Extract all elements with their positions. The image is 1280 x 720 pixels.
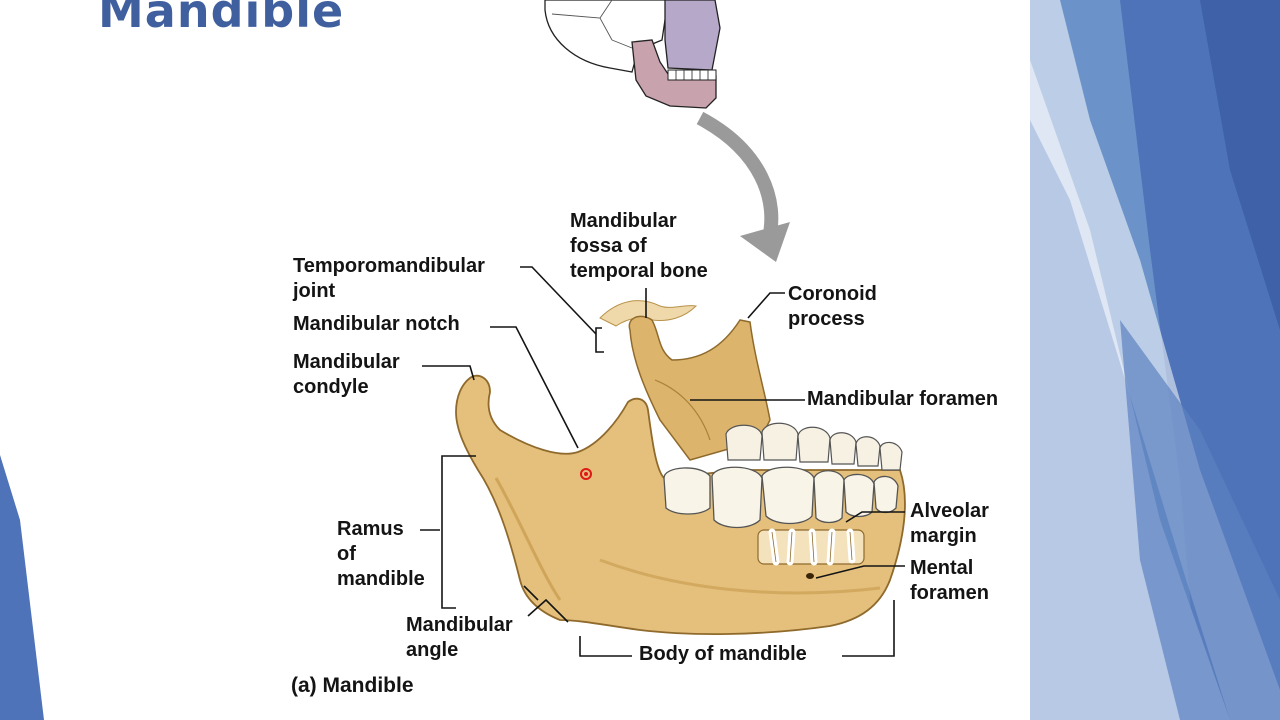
figure-caption: (a) Mandible [291,674,414,697]
theme-facet-3 [1200,0,1280,330]
leader-lines [420,266,905,657]
theme-left-sliver [0,455,44,720]
curved-arrow [696,111,790,262]
label-mental-foramen: Mental foramen [910,557,989,604]
slide-title: Mandible [98,0,345,38]
skull-thumbnail [544,0,721,109]
label-mandibular-angle: Mandibular angle [406,614,513,661]
label-mandibular-notch: Mandibular notch [293,313,460,335]
label-ramus-of-mandible: Ramus of mandible [337,518,425,590]
label-coronoid-process: Coronoid process [788,283,877,330]
far-ramus [628,315,771,461]
label-body-of-mandible: Body of mandible [639,643,807,665]
mental-foramen-mark [806,573,814,579]
pointer-marker [580,468,592,480]
label-mandibular-fossa: Mandibular fossa of temporal bone [570,210,708,282]
maxilla-highlight [664,0,721,71]
label-temporomandibular-joint: Temporomandibular joint [293,255,485,302]
near-teeth [663,466,899,529]
skull-mandible-highlight [631,39,717,109]
theme-facet-5 [1120,320,1280,720]
label-alveolar-margin: Alveolar margin [910,500,989,547]
label-mandibular-foramen: Mandibular foramen [807,388,999,410]
far-teeth [725,422,903,471]
label-mandibular-condyle: Mandibular condyle [293,351,400,398]
